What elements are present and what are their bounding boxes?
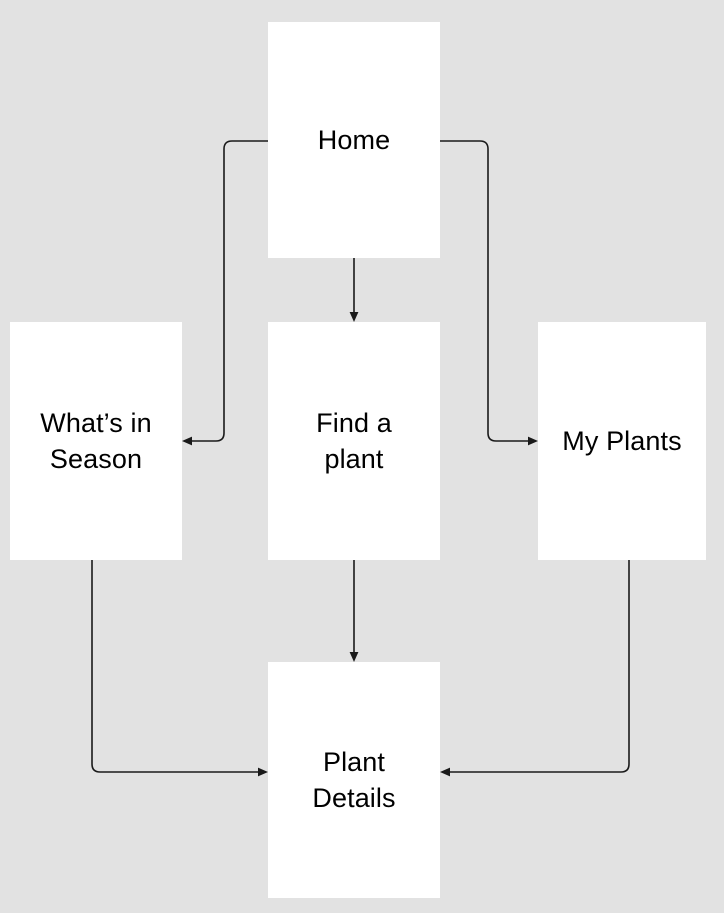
edge-home-to-find bbox=[349, 258, 359, 322]
edge-find-to-details bbox=[349, 560, 359, 662]
edge-home-to-myplants bbox=[440, 140, 538, 446]
node-plant-details[interactable]: Plant Details bbox=[268, 662, 440, 898]
edge-myplants-to-details bbox=[440, 560, 630, 777]
arrowhead-icon bbox=[440, 767, 450, 777]
node-find-a-plant[interactable]: Find a plant bbox=[268, 322, 440, 560]
arrowhead-icon bbox=[349, 652, 359, 662]
edge-season-to-details bbox=[91, 560, 268, 777]
edge-home-to-season bbox=[182, 140, 268, 446]
arrowhead-icon bbox=[528, 436, 538, 446]
node-my-plants[interactable]: My Plants bbox=[538, 322, 706, 560]
arrowhead-icon bbox=[349, 312, 359, 322]
arrowhead-icon bbox=[182, 436, 192, 446]
arrowhead-icon bbox=[258, 767, 268, 777]
node-home[interactable]: Home bbox=[268, 22, 440, 258]
node-whats-in-season[interactable]: What’s in Season bbox=[10, 322, 182, 560]
